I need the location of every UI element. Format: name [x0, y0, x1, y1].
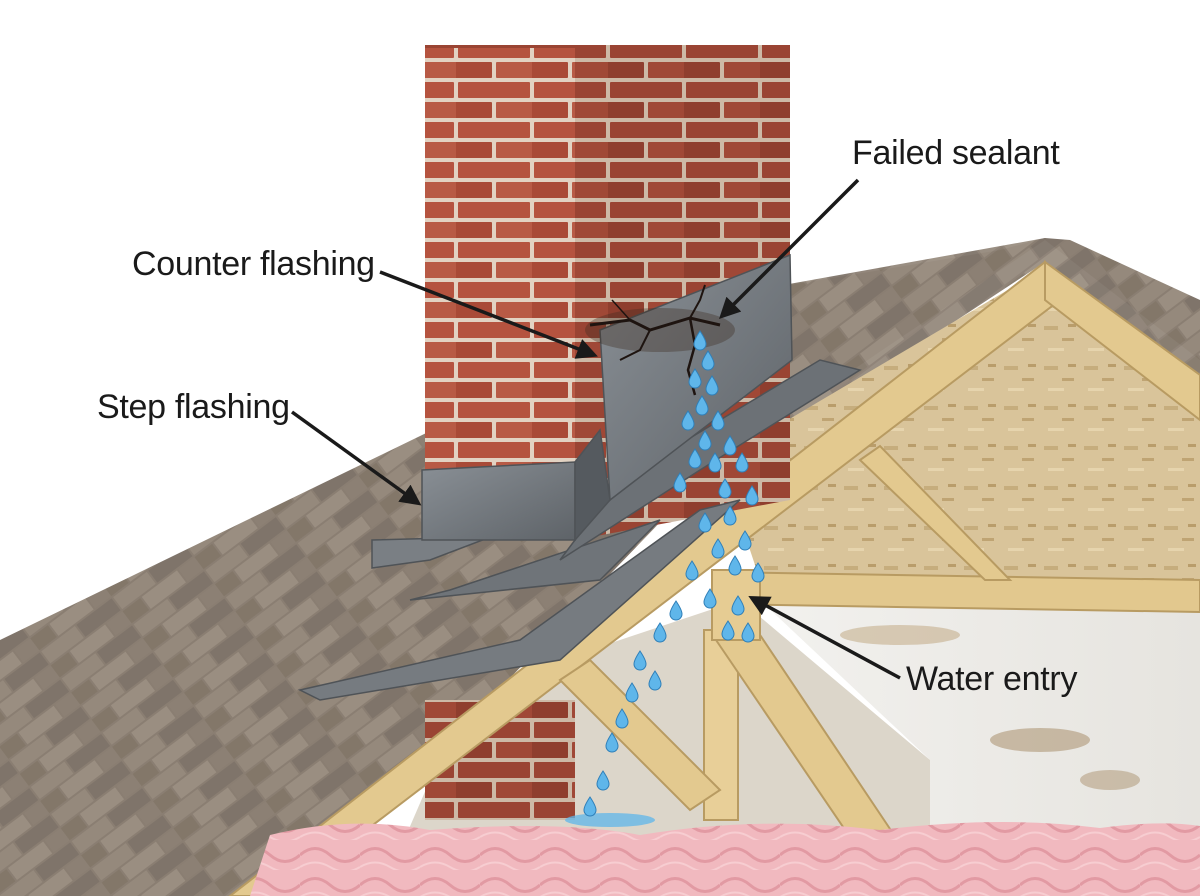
step-flashing-arrow [290, 410, 422, 506]
water-puddle [565, 813, 655, 827]
rafter-right [1044, 260, 1200, 422]
water-entry-arrow [748, 596, 901, 680]
ceiling-drywall [760, 600, 1200, 896]
truss-web [858, 444, 1013, 581]
truss-diagonal-left [558, 658, 722, 812]
water-stain [840, 625, 960, 645]
failed-sealant-arrow [719, 178, 860, 319]
water-stain [990, 728, 1090, 752]
failed-sealant-label: Failed sealant [852, 134, 1060, 172]
counter-flashing-label: Counter flashing [132, 245, 375, 283]
step-flashing-label: Step flashing [97, 388, 290, 426]
counter-flashing-corner [574, 428, 611, 542]
counter-flashing-front [421, 461, 576, 541]
water-entry-label: Water entry [906, 660, 1078, 698]
counter-flashing-arrow [379, 270, 598, 359]
water-stain [1080, 770, 1140, 790]
roof-sheathing-interior [720, 268, 1200, 580]
chimney-cap [425, 45, 575, 48]
chimney-front [425, 45, 575, 475]
ceiling-joist [715, 570, 1200, 614]
insulation [250, 821, 1200, 896]
